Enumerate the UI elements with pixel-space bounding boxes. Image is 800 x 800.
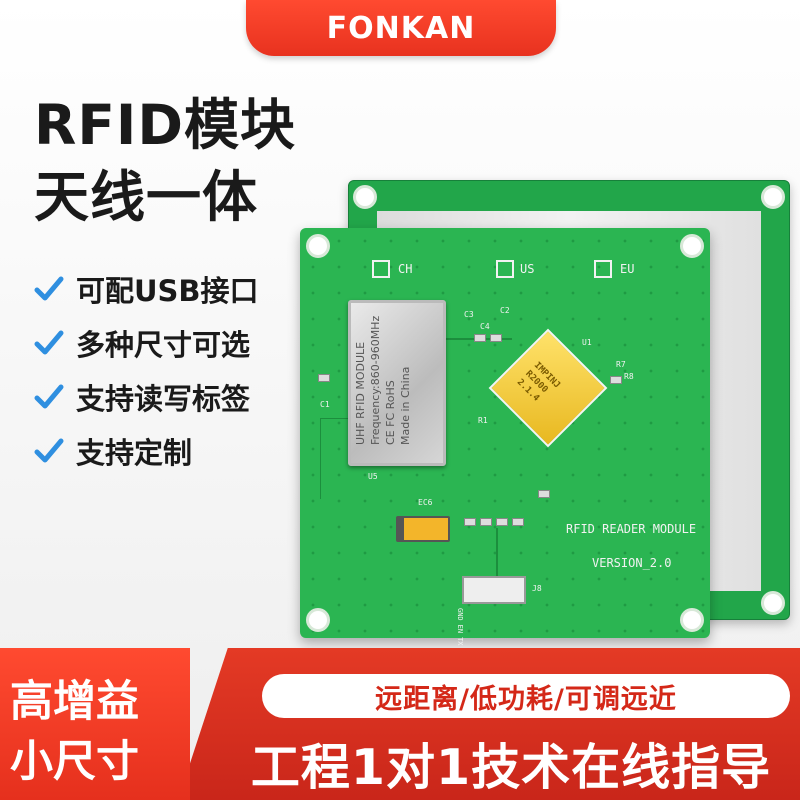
feature-item: 支持定制 (34, 424, 259, 478)
feature-item: 可配USB接口 (34, 262, 259, 316)
region-label: CH (398, 262, 413, 276)
region-label: US (520, 262, 535, 276)
feature-item: 多种尺寸可选 (34, 316, 259, 370)
checkmark-icon (34, 438, 64, 463)
smd-component (474, 334, 486, 342)
module-line: Frequency:860-960MHz (369, 315, 382, 445)
silk-label: R8 (624, 372, 634, 381)
gain-text: 高增益 (10, 677, 139, 727)
silk-label: U1 (582, 338, 592, 347)
brand-name: FONKAN (326, 10, 476, 46)
support-text: 工程1对1技术在线指导 (250, 739, 772, 796)
mount-hole (761, 185, 785, 209)
smd-component (480, 518, 492, 526)
silk-label: R7 (616, 360, 626, 369)
size-text: 小尺寸 (10, 737, 139, 787)
gain-banner (0, 648, 190, 800)
pcb-board: CH US EU UHF RFID MODULE Frequency:860-9… (300, 228, 710, 670)
pcb-trace (320, 418, 351, 499)
module-line: CE FC RoHS (384, 380, 397, 445)
checkmark-icon (34, 384, 64, 409)
feature-text: 可配USB接口 (76, 274, 259, 308)
checkmark-icon (34, 330, 64, 355)
pin-label: EN (456, 624, 464, 634)
silk-label: U5 (368, 472, 378, 481)
module-line: UHF RFID MODULE (354, 341, 367, 445)
silk-label: EC6 (418, 498, 433, 507)
board-label: RFID READER MODULE (566, 522, 697, 536)
rfid-module: UHF RFID MODULE Frequency:860-960MHz CE … (348, 300, 446, 466)
mount-hole (761, 591, 785, 615)
brand-tab: FONKAN (246, 0, 556, 56)
feature-list: 可配USB接口 多种尺寸可选 支持读写标签 支持定制 (34, 262, 259, 478)
uart-connector (462, 576, 526, 604)
smd-component (538, 490, 550, 498)
feature-text: 支持定制 (76, 436, 193, 470)
pin-label: TX (456, 637, 464, 646)
silk-label: C1 (320, 400, 330, 409)
checkmark-icon (34, 276, 64, 301)
region-label: EU (620, 262, 635, 276)
module-label: UHF RFID MODULE Frequency:860-960MHz CE … (353, 289, 413, 445)
silk-label: R1 (478, 416, 488, 425)
mount-hole (353, 185, 377, 209)
title-line-2: 天线一体 (34, 165, 259, 229)
smd-component (496, 518, 508, 526)
mount-hole (680, 608, 704, 632)
smd-component (490, 334, 502, 342)
feature-item: 支持读写标签 (34, 370, 259, 424)
module-line: Made in China (399, 366, 412, 445)
feature-text: 支持读写标签 (76, 382, 251, 416)
silk-label: C2 (500, 306, 510, 315)
region-checkbox (594, 260, 612, 278)
smd-component (610, 376, 622, 384)
smd-component (512, 518, 524, 526)
version-label: VERSION_2.0 (592, 556, 672, 570)
region-checkbox (496, 260, 514, 278)
mount-hole (680, 234, 704, 258)
smd-component (318, 374, 330, 382)
chip-label: IMPINJ R2000 2.1.4 (514, 360, 562, 408)
pin-label: GND (456, 608, 464, 621)
silk-label: C3 (464, 310, 474, 319)
region-checkbox (372, 260, 390, 278)
feature-pill-text: 远距离/低功耗/可调远近 (375, 683, 677, 715)
mount-hole (306, 608, 330, 632)
silk-label: J8 (532, 584, 542, 593)
title-line-1: RFID模块 (34, 93, 297, 157)
feature-pill: 远距离/低功耗/可调远近 (262, 674, 790, 718)
silk-label: C4 (480, 322, 490, 331)
smd-component (464, 518, 476, 526)
support-banner (178, 648, 800, 800)
feature-text: 多种尺寸可选 (76, 328, 251, 362)
electrolytic-capacitor (396, 516, 450, 542)
mount-hole (306, 234, 330, 258)
